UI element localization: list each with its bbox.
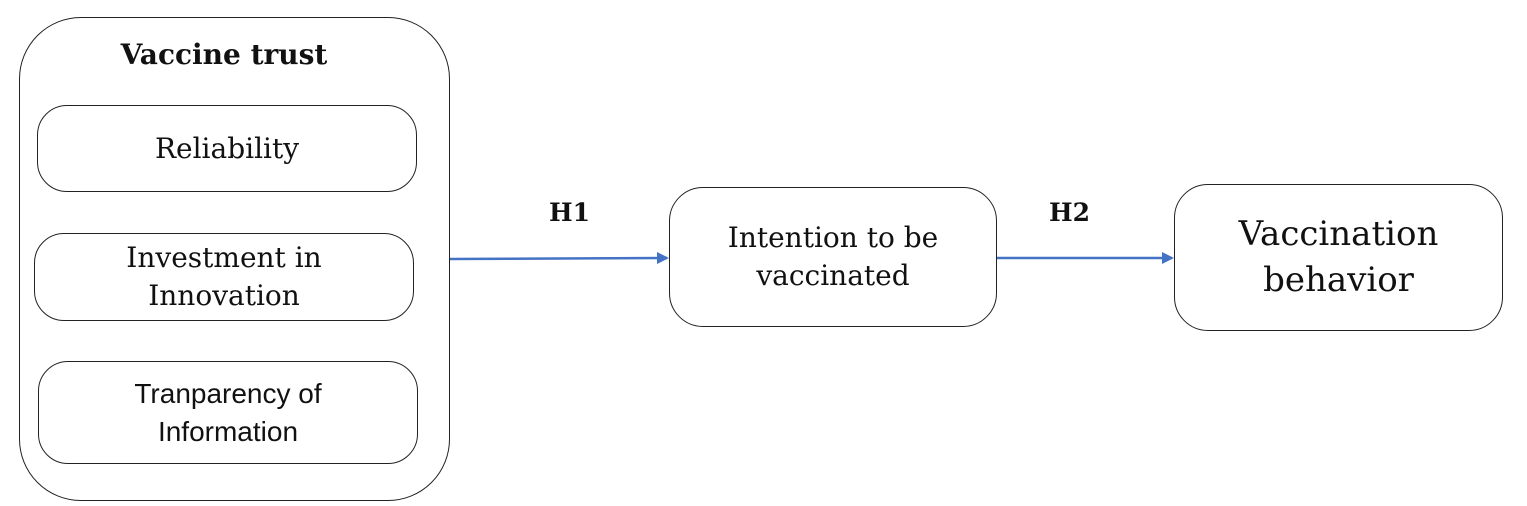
- investment-in-innovation-box: Investment in Innovation: [34, 233, 414, 321]
- investment-label-line2: Innovation: [148, 279, 300, 312]
- intention-to-be-vaccinated-box: Intention to be vaccinated: [669, 187, 997, 327]
- behavior-label-line1: Vaccination: [1238, 213, 1439, 254]
- transparency-label-line2: Information: [157, 415, 299, 447]
- arrow-h1: [449, 252, 669, 265]
- hypothesis-h2-label: H2: [1049, 198, 1091, 227]
- intention-label-line1: Intention to be: [727, 221, 939, 255]
- investment-label-line1: Investment in: [126, 241, 322, 275]
- transparency-label-line1: Tranparency of: [134, 377, 322, 409]
- transparency-of-information-box: Tranparency of Information: [38, 361, 418, 464]
- intention-label-line2: vaccinated: [756, 259, 910, 292]
- vaccine-trust-title: Vaccine trust: [120, 38, 328, 71]
- vaccination-behavior-box: Vaccination behavior: [1174, 184, 1503, 331]
- reliability-label: Reliability: [154, 131, 300, 165]
- hypothesis-h1-label: H1: [549, 198, 591, 227]
- reliability-box: Reliability: [37, 105, 417, 192]
- behavior-label-line2: behavior: [1263, 259, 1414, 300]
